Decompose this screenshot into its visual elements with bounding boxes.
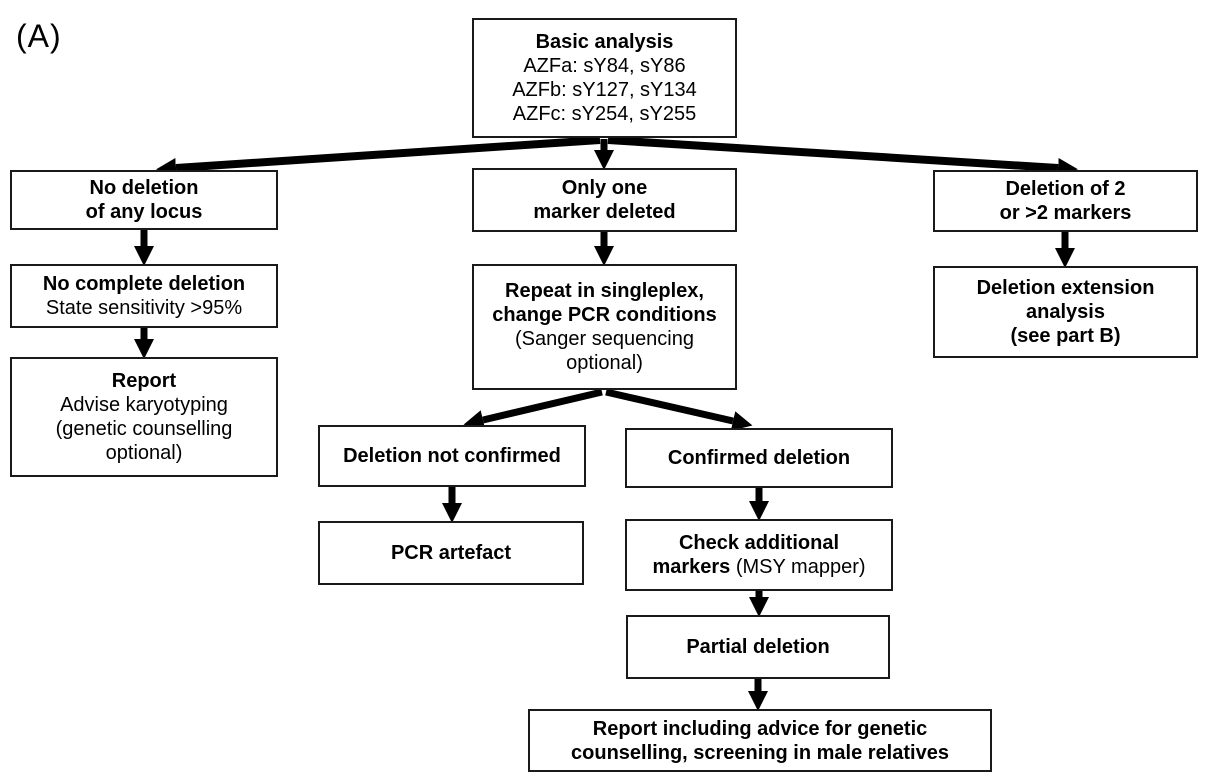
node-title: counselling, screening in male relatives [571,741,949,764]
node-line: AZFc: sY254, sY255 [512,103,697,125]
node-line: Advise karyotyping [60,394,228,416]
node-title: Check additional [678,532,840,554]
node-check-additional-markers: Check additional markers (MSY mapper) [625,519,893,591]
node-repeat-in-singleplex: Repeat in singleplex, change PCR conditi… [472,264,737,390]
node-title: PCR artefact [390,542,512,564]
node-title: (see part B) [1010,325,1121,347]
node-no-complete-deletion: No complete deletion State sensitivity >… [10,264,278,328]
node-title: change PCR conditions [492,304,717,326]
node-title: Deletion extension [976,277,1155,299]
node-title: Report [111,370,177,392]
node-title: Deletion not confirmed [343,445,561,467]
node-line: markers (MSY mapper) [652,555,865,579]
node-line: (genetic counselling [55,418,233,440]
node-title: No complete deletion [42,273,246,295]
node-pcr-artefact: PCR artefact [318,521,584,585]
arrow-repeat-to-not-confirmed [463,388,603,430]
node-title: markers [652,556,731,578]
node-deletion-extension-analysis: Deletion extension analysis (see part B) [933,266,1198,358]
node-line: AZFa: sY84, sY86 [523,55,686,77]
figure-panel-label: (A) [16,18,62,54]
node-report-genetic-counselling: Report including advice for genetic coun… [528,709,992,772]
node-title: Partial deletion [686,636,830,658]
node-title: marker deleted [533,201,676,223]
node-line: optional) [566,352,643,374]
node-partial-deletion: Partial deletion [626,615,890,679]
arrow-repeat-to-confirmed [605,388,753,431]
node-basic-analysis: Basic analysis AZFa: sY84, sY86 AZFb: sY… [472,18,737,138]
node-confirmed-deletion: Confirmed deletion [625,428,893,488]
node-deletion-not-confirmed: Deletion not confirmed [318,425,586,487]
node-title: No deletion [89,177,199,199]
node-title: Report including advice for genetic [592,717,928,740]
node-line: State sensitivity >95% [45,297,243,319]
node-line: (Sanger sequencing [514,328,694,350]
node-title: Repeat in singleplex, [505,280,704,302]
node-line: (MSY mapper) [730,556,866,578]
node-only-one-marker-deleted: Only one marker deleted [472,168,737,232]
node-deletion-of-2-markers: Deletion of 2 or >2 markers [933,170,1198,232]
node-report-advise-karyotyping: Report Advise karyotyping (genetic couns… [10,357,278,477]
arrow-basic-to-no-deletion [156,136,601,178]
node-line: AZFb: sY127, sY134 [512,79,697,101]
node-line: optional) [105,442,183,464]
node-title: Deletion of 2 [1005,178,1126,200]
node-title: Basic analysis [535,31,674,53]
arrow-basic-to-deletion-2 [607,136,1078,178]
node-title: analysis [1026,301,1105,323]
node-title: Only one [561,177,648,199]
node-no-deletion: No deletion of any locus [10,170,278,230]
node-title: Confirmed deletion [667,447,851,469]
node-title: or >2 markers [999,202,1132,224]
node-title: of any locus [85,201,203,223]
